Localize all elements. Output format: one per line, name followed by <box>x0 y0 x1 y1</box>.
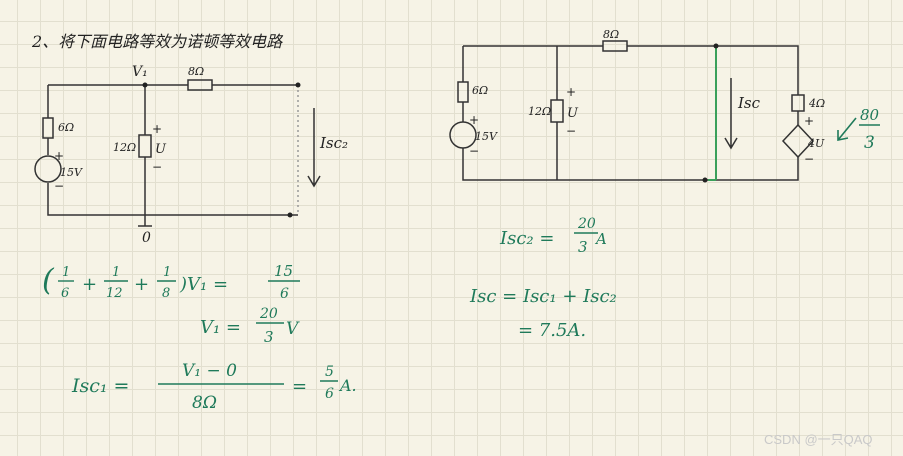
left-bottom-wire <box>462 46 799 181</box>
r-mid-label: 12Ω <box>113 141 136 154</box>
ground-mark <box>138 215 152 227</box>
node-right-top <box>713 43 719 49</box>
src-plus: + <box>54 149 64 163</box>
node-right-bottom <box>702 177 708 183</box>
eq3-num: V₁ − 0 <box>182 361 237 381</box>
eq2-num: 20 <box>259 306 278 322</box>
src-label: 15V <box>60 166 83 179</box>
u-plus: + <box>566 85 576 99</box>
resistor-6 <box>457 81 469 103</box>
isc2-arrow <box>307 108 321 188</box>
r-left-label: 6Ω <box>58 121 74 134</box>
top-wire <box>463 45 799 95</box>
eq1-f2-num: 1 <box>112 265 120 280</box>
dependent-source <box>781 123 815 159</box>
eq4-unit: A <box>594 230 607 248</box>
eq4-den: 3 <box>578 238 588 256</box>
isc-label: Isc <box>737 94 761 112</box>
isc-arrow <box>724 78 738 150</box>
watermark: CSDN @一只QAQ <box>764 432 873 447</box>
resistor-12 <box>550 99 564 123</box>
eq3-lhs: Isc₁ = <box>71 375 129 397</box>
eq1-tail: )V₁ = <box>179 274 228 295</box>
note-num: 80 <box>860 106 880 124</box>
u-plus: + <box>152 122 162 136</box>
node-v1-label: V₁ <box>132 64 148 80</box>
left-circuit <box>34 79 299 227</box>
dep-minus: − <box>804 152 814 166</box>
src-minus: − <box>469 144 479 158</box>
eq1-f3-den: 8 <box>162 286 170 301</box>
eq1-f2-den: 12 <box>106 286 123 301</box>
equation-4: Isc₂ = 20 3 A <box>499 216 607 256</box>
src-plus: + <box>469 113 479 127</box>
eq1-plus1: + <box>82 274 97 295</box>
eq2-unit: V <box>286 319 300 339</box>
equation-1: ( 1 6 + 1 12 + 1 8 )V₁ = 15 6 <box>42 262 300 302</box>
r-top-label: 8Ω <box>188 65 204 78</box>
src-label: 15V <box>475 130 498 143</box>
u-minus: − <box>152 160 162 174</box>
eq2-lhs: V₁ = <box>200 317 241 338</box>
u-minus: − <box>566 124 576 138</box>
r-left-label: 6Ω <box>472 84 488 97</box>
voltage-source <box>449 121 477 149</box>
node-v1-dot <box>142 82 148 88</box>
resistor-4 <box>791 94 805 112</box>
resistor-8 <box>602 40 628 52</box>
eq4-num: 20 <box>577 216 596 232</box>
u-label: U <box>155 142 167 157</box>
src-minus: − <box>54 179 64 193</box>
resistor-6 <box>42 117 54 139</box>
voltage-source <box>34 155 62 183</box>
eq4-lhs: Isc₂ = <box>499 228 554 249</box>
eq3-rden: 6 <box>325 386 334 402</box>
eq1-paren: ( <box>42 263 55 298</box>
eq1-rhs-den: 6 <box>280 286 289 302</box>
r-right-label: 4Ω <box>808 97 825 110</box>
left-bottom-wire <box>47 85 298 216</box>
node-right-bottom <box>287 212 293 218</box>
r-mid-label: 12Ω <box>528 105 551 118</box>
eq1-f1-num: 1 <box>62 265 70 280</box>
eq3-rnum: 5 <box>325 364 334 380</box>
equation-6: = 7.5A. <box>518 320 586 341</box>
note-den: 3 <box>864 133 875 153</box>
r-top-label: 8Ω <box>603 28 619 41</box>
eq1-f1-den: 6 <box>61 286 69 301</box>
eq1-rhs-num: 15 <box>274 262 293 280</box>
equation-5: Isc = Isc₁ + Isc₂ <box>469 286 617 307</box>
equation-3: Isc₁ = V₁ − 0 8Ω = 5 6 A. <box>71 361 357 413</box>
equation-2: V₁ = 20 3 V <box>200 306 300 346</box>
right-circuit <box>449 40 815 181</box>
eq1-f3-num: 1 <box>163 265 171 280</box>
u-label: U <box>567 106 579 121</box>
problem-heading: 2、将下面电路等效为诺顿等效电路 <box>31 32 284 51</box>
node-right-top <box>295 82 301 88</box>
isc2-label: Isc₂ <box>319 134 348 152</box>
resistor-8 <box>187 79 213 91</box>
resistor-12 <box>138 134 152 158</box>
eq2-den: 3 <box>264 328 274 346</box>
dep-label: 4U <box>807 137 825 150</box>
eq1-plus2: + <box>134 274 149 295</box>
ground-label: 0 <box>142 230 151 246</box>
eq3-den: 8Ω <box>192 393 217 413</box>
dep-plus: + <box>804 114 814 128</box>
eq3-unit: A. <box>338 376 357 395</box>
note-arrow <box>837 117 857 141</box>
eq3-eq: = <box>292 376 307 397</box>
